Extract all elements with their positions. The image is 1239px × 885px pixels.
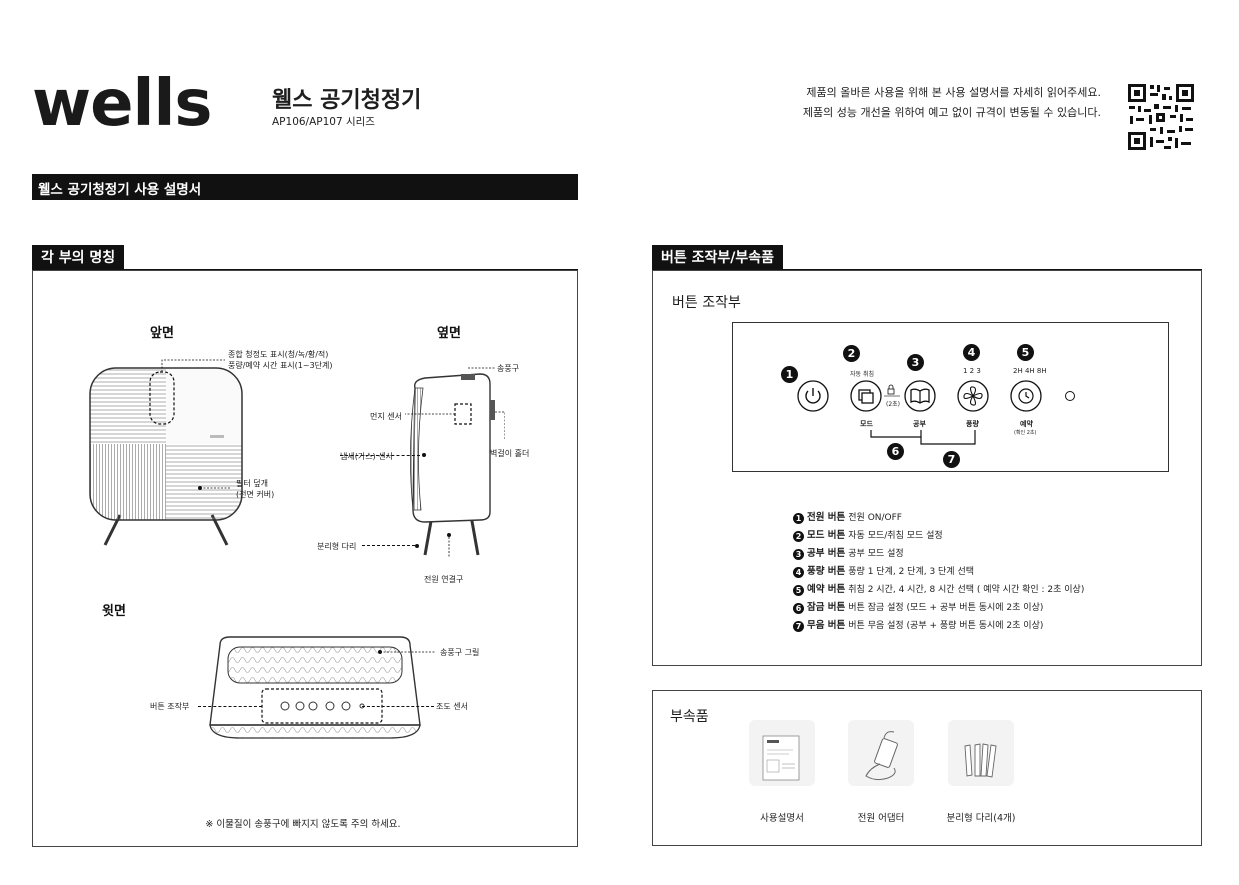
buttons-panel xyxy=(652,270,1202,666)
buttons-section-title: 버튼 조작부/부속품 xyxy=(661,250,775,266)
top-control-label: 버튼 조작부 xyxy=(150,702,190,711)
timer-button[interactable] xyxy=(1010,380,1042,412)
side-gas-sensor-label: 냄새(가스) 센서 xyxy=(340,452,393,461)
parts-section-tag: 각 부의 명칭 xyxy=(32,245,125,271)
combo-brackets xyxy=(870,430,976,445)
side-outlet-label: 송풍구 xyxy=(497,364,520,373)
detachable-legs-icon xyxy=(964,743,997,778)
marker-2: 2 xyxy=(843,345,860,362)
marker-5: 5 xyxy=(1017,344,1034,361)
marker-1: 1 xyxy=(781,366,798,383)
side-wall-holder-label: 벽걸이 홀더 xyxy=(490,449,530,458)
parts-section-title: 각 부의 명칭 xyxy=(41,250,116,266)
timer-label: 예약 xyxy=(1020,420,1033,428)
control-buttons-row xyxy=(797,380,1075,412)
accessory-legs-label: 분리형 다리(4개) xyxy=(946,813,1016,824)
top-view-illustration xyxy=(209,636,436,739)
light-sensor-indicator xyxy=(1065,391,1075,401)
notice-line-2: 제품의 성능 개선을 위하여 예고 없이 규격이 변동될 수 있습니다. xyxy=(802,106,1101,119)
power-button[interactable] xyxy=(797,380,829,412)
side-leg-label: 분리형 다리 xyxy=(317,542,357,551)
accessory-legs-card xyxy=(948,720,1014,786)
front-heading: 앞면 xyxy=(150,326,174,341)
side-dust-sensor-label: 먼지 센서 xyxy=(370,412,402,421)
mode-button[interactable] xyxy=(850,380,882,412)
side-power-port-label: 전원 연결구 xyxy=(424,575,464,584)
wells-logo: wells xyxy=(32,67,212,141)
lock-icon xyxy=(884,384,900,397)
front-view-illustration xyxy=(89,359,243,546)
top-light-sensor-label: 조도 센서 xyxy=(436,702,468,711)
timer-sub-label: 2H 4H 8H xyxy=(1013,367,1047,375)
fan-sub-label: 1 2 3 xyxy=(963,367,981,375)
marker-7: 7 xyxy=(943,451,960,468)
study-label: 공부 xyxy=(913,420,926,428)
accessory-adapter-label: 전원 어댑터 xyxy=(857,813,905,824)
manual-title-bar: 웰스 공기청정기 사용 설명서 xyxy=(32,174,578,200)
buttons-section-tag: 버튼 조작부/부속품 xyxy=(652,245,784,271)
top-light-leader xyxy=(362,706,434,707)
timer-sub-note: (확인 2초) xyxy=(1014,430,1037,436)
qr-code-icon[interactable] xyxy=(1126,82,1196,152)
top-grill-label: 송풍구 그릴 xyxy=(440,648,480,657)
accessory-adapter-card xyxy=(848,720,914,786)
top-heading: 윗면 xyxy=(102,604,126,619)
study-button[interactable] xyxy=(904,380,936,412)
accessories-title: 부속품 xyxy=(670,709,709,725)
fan-button[interactable] xyxy=(957,380,989,412)
product-title: 웰스 공기청정기 xyxy=(272,88,422,113)
mode-sub-label: 자동 취침 xyxy=(850,371,874,378)
front-display-label-2: 풍량/예약 시간 표시(1~3단계) xyxy=(228,361,333,370)
marker-4: 4 xyxy=(963,344,980,361)
manual-title: 웰스 공기청정기 사용 설명서 xyxy=(38,182,202,198)
marker-3: 3 xyxy=(907,354,924,371)
buttons-panel-title: 버튼 조작부 xyxy=(672,295,741,311)
front-display-label-1: 종합 청정도 표시(청/녹/황/적) xyxy=(228,350,329,359)
side-view-illustration xyxy=(405,367,505,558)
accessory-manual-card xyxy=(749,720,815,786)
notice-line-1: 제품의 올바른 사용을 위해 본 사용 설명서를 자세히 읽어주세요. xyxy=(806,86,1101,99)
mode-label: 모드 xyxy=(860,420,873,428)
caution-note: ※ 이물질이 송풍구에 빠지지 않도록 주의 하세요. xyxy=(205,819,401,830)
product-model: AP106/AP107 시리즈 xyxy=(272,116,375,128)
side-leg-leader xyxy=(362,545,415,546)
front-filter-label-2: (전면 커버) xyxy=(236,490,275,499)
fan-label: 풍량 xyxy=(966,420,979,428)
parts-panel xyxy=(32,270,578,847)
control-panel-diagram xyxy=(732,322,1169,472)
lock-sub-label: (2초) xyxy=(886,401,901,408)
manual-icon xyxy=(762,735,800,781)
marker-6: 6 xyxy=(887,443,904,460)
accessories-panel xyxy=(652,690,1202,846)
front-filter-label-1: 필터 덮개 xyxy=(236,479,268,488)
side-heading: 옆면 xyxy=(437,326,461,341)
power-adapter-icon xyxy=(865,731,898,781)
side-gas-leader xyxy=(340,455,420,456)
top-control-leader xyxy=(198,706,262,707)
accessory-manual-label: 사용설명서 xyxy=(760,813,804,824)
